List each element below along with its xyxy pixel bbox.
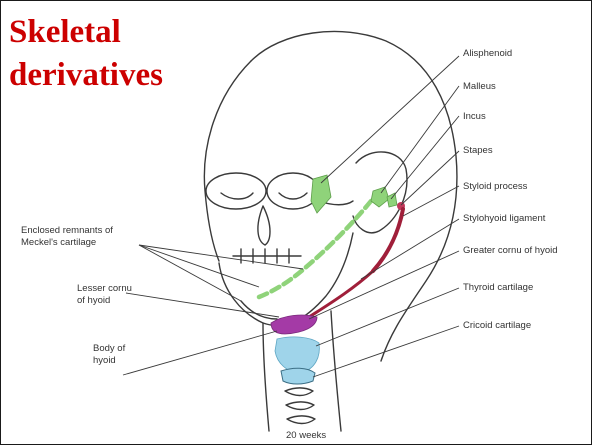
label-cricoid-cartilage: Cricoid cartilage: [463, 320, 531, 331]
chin-outline: [241, 301, 277, 319]
leader-alisphenoid: [321, 56, 459, 183]
right-orbit: [206, 173, 266, 209]
caption-age: 20 weeks: [286, 430, 326, 441]
left-orbit: [267, 173, 319, 209]
thyroid-cartilage-shape: [275, 337, 319, 373]
label-styloid-process: Styloid process: [463, 181, 528, 192]
styloid-process-shape: [373, 209, 403, 271]
label-body-hyoid-line1: Body of: [93, 343, 126, 354]
leader-malleus: [381, 86, 459, 193]
title-line-1: Skeletal: [9, 11, 163, 54]
label-greater-cornu: Greater cornu of hyoid: [463, 245, 558, 256]
label-alisphenoid: Alisphenoid: [463, 48, 512, 59]
label-incus: Incus: [463, 111, 486, 122]
leader-incus: [391, 116, 459, 199]
label-malleus: Malleus: [463, 81, 496, 92]
label-lesser-cornu-line2: of hyoid: [77, 295, 110, 306]
malleus-shape: [371, 187, 389, 207]
hyoid-body-shape: [271, 315, 317, 334]
label-body-hyoid-line2: hyoid: [93, 355, 116, 366]
label-meckel-line1: Enclosed remnants of: [21, 225, 113, 236]
label-stylohyoid-ligament: Stylohyoid ligament: [463, 213, 546, 224]
neck-back-outline: [331, 311, 341, 431]
skull-left-outline: [204, 61, 251, 261]
leader-lesser-cornu: [126, 293, 279, 317]
meckel-cartilage: [259, 201, 371, 297]
teeth-row: [233, 249, 301, 263]
label-lesser-cornu-line1: Lesser cornu: [77, 283, 132, 294]
leader-greater-cornu: [309, 251, 459, 319]
leader-body-hyoid: [123, 331, 277, 375]
label-thyroid-cartilage: Thyroid cartilage: [463, 282, 533, 293]
tracheal-rings: [285, 388, 315, 424]
leader-styloid: [403, 186, 459, 216]
nasal-aperture: [258, 206, 270, 245]
leader-stapes: [401, 151, 459, 205]
label-meckel-line2: Meckel's cartilage: [21, 237, 96, 248]
alisphenoid-shape: [311, 175, 331, 213]
incus-shape: [387, 193, 397, 207]
leader-cricoid: [313, 326, 459, 377]
leader-meckel-3: [139, 245, 303, 269]
cricoid-cartilage-shape: [281, 368, 315, 384]
right-eyelid: [221, 193, 253, 199]
leader-meckel-2: [139, 245, 241, 301]
slide-title: Skeletal derivatives: [9, 11, 163, 97]
title-line-2: derivatives: [9, 54, 163, 97]
leader-stylohyoid: [361, 219, 459, 279]
neck-outline: [263, 323, 269, 431]
left-eyelid: [279, 193, 307, 199]
mandible-outline: [219, 233, 353, 325]
label-stapes: Stapes: [463, 145, 493, 156]
